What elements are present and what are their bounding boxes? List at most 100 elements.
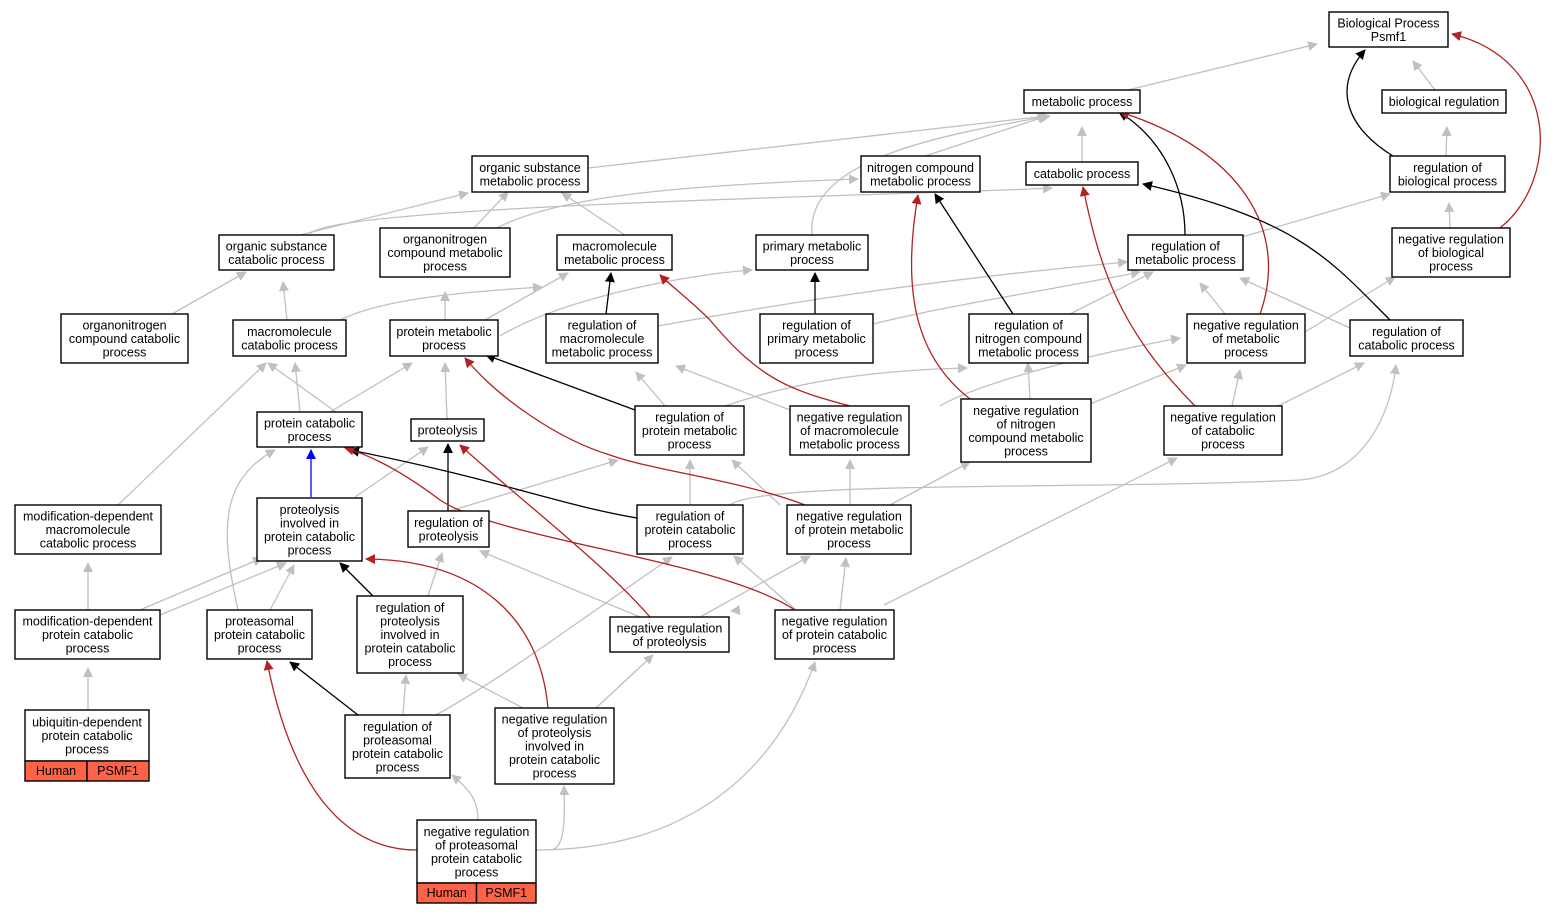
node-label-line: metabolic process [978, 346, 1079, 360]
node-label-line: process [238, 642, 282, 656]
node-box [471, 155, 589, 193]
is-a-edge [675, 364, 791, 411]
node-label-line: of proteasomal [435, 838, 518, 852]
node-box [755, 234, 869, 271]
is-a-edge [1089, 363, 1187, 405]
node-label-line: negative regulation [424, 825, 530, 839]
node-box [24, 709, 150, 762]
node-label-line: proteolysis [418, 424, 478, 438]
node-label-line: of catabolic [1191, 424, 1254, 438]
is-a-edge [1023, 362, 1034, 400]
regulates-edge [1118, 111, 1186, 236]
go-term-node[interactable]: metabolic process [1023, 89, 1141, 114]
node-label-line: catabolic process [1358, 338, 1455, 352]
node-label-line: negative regulation [782, 615, 888, 629]
node-label-line: proteasomal [225, 615, 294, 629]
node-label-line: catabolic process [241, 338, 338, 352]
node-box [609, 616, 730, 653]
node-box [407, 510, 490, 548]
node-label-line: nitrogen compound [867, 161, 974, 175]
go-term-node[interactable]: biological regulation [1381, 89, 1507, 114]
node-box [1349, 319, 1464, 357]
is-a-edge [811, 112, 1051, 236]
node-box [1381, 89, 1507, 114]
go-term-node[interactable]: modification-dependentmacromoleculecatab… [14, 504, 162, 555]
is-a-edge [427, 552, 444, 597]
node-box [379, 227, 511, 278]
node-box [774, 609, 895, 660]
is-a-edge [1304, 276, 1396, 333]
node-label-line: regulation of [1372, 325, 1441, 339]
node-box [556, 234, 673, 271]
node-label-line: organonitrogen [403, 233, 487, 247]
node-label-line: modification-dependent [23, 615, 153, 629]
is-a-edge [1127, 41, 1318, 91]
node-label-line: process [422, 338, 466, 352]
node-label-line: regulation of [994, 319, 1063, 333]
node-box [1025, 161, 1139, 186]
node-label-line: negative regulation [796, 510, 902, 524]
node-label-line: regulation of [1151, 239, 1220, 253]
is-a-edge [290, 362, 301, 413]
is-a-edge [1241, 191, 1391, 238]
node-label-line: protein catabolic [352, 747, 443, 761]
node-label-line: of macromolecule [800, 424, 899, 438]
node-box [1163, 405, 1283, 456]
node-box [256, 411, 363, 448]
is-a-edge [587, 112, 1048, 169]
is-a-edge [889, 461, 971, 506]
node-label-line: biological process [1398, 174, 1497, 188]
node-label-line: metabolic process [552, 346, 653, 360]
is-a-edge [1239, 277, 1351, 329]
go-term-node[interactable]: catabolic process [1025, 161, 1139, 186]
negatively-regulates-edge [659, 274, 851, 407]
go-term-node[interactable]: proteolysis [410, 418, 485, 442]
node-label-line: of metabolic [1212, 332, 1279, 346]
regulates-edge [339, 562, 374, 597]
negatively-regulates-edge [365, 554, 549, 709]
is-a-edge [595, 654, 654, 709]
node-label-line: regulation of [363, 720, 432, 734]
is-a-edge [839, 557, 850, 611]
node-label-line: regulation of [656, 510, 725, 524]
node-label-line: macromolecule [572, 239, 657, 253]
gene-cell [86, 760, 150, 782]
